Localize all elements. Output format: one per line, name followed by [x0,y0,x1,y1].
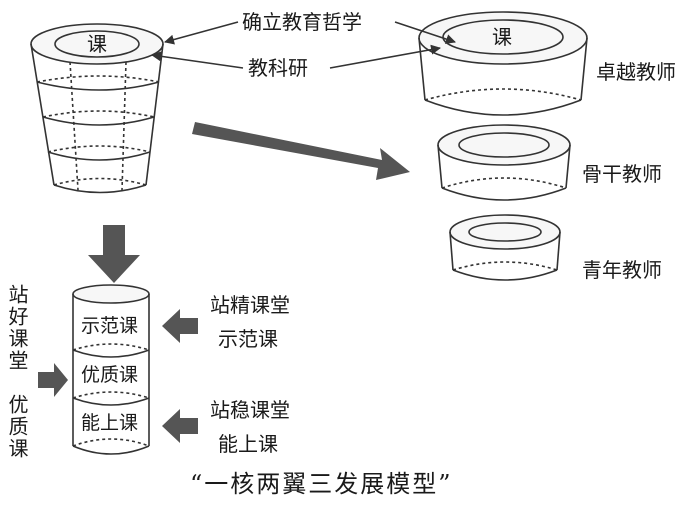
research-arrows [151,44,441,69]
left-side-arrow [38,363,68,397]
course-stack-shape [72,284,150,455]
note-bottom-line1: 站稳课堂 [210,398,290,422]
note-bottom-line2: 能上课 [218,432,278,456]
excellent-ke-label: 课 [492,25,512,49]
left-vertical-label-1: 站好课堂 [5,284,29,372]
right-arrow-lower [162,409,198,443]
tier-shape-excellent [418,11,588,116]
stack-label-basic: 能上课 [81,412,139,434]
core-ke-label: 课 [87,32,107,56]
develop-arrow [192,122,410,180]
tier-shape-backbone [437,124,571,201]
stack-label-quality: 优质课 [81,364,139,386]
philosophy-arrows [164,21,456,45]
note-top-line2: 示范课 [218,327,278,351]
stack-label-demo: 示范课 [81,315,139,337]
tier-shape-young [449,214,561,281]
note-top-line1: 站精课堂 [210,293,290,317]
left-vertical-label-2: 优质课 [5,394,29,460]
down-arrow [88,225,140,283]
core-cup-shape [30,23,164,194]
research-label: 教科研 [248,56,308,80]
philosophy-label: 确立教育哲学 [242,10,362,34]
tier-label-young: 青年教师 [582,258,662,282]
diagram-caption: “一核两翼三发展模型” [190,470,453,498]
right-arrow-upper [162,309,198,343]
tier-label-excellent: 卓越教师 [596,60,676,84]
tier-label-backbone: 骨干教师 [582,162,662,186]
